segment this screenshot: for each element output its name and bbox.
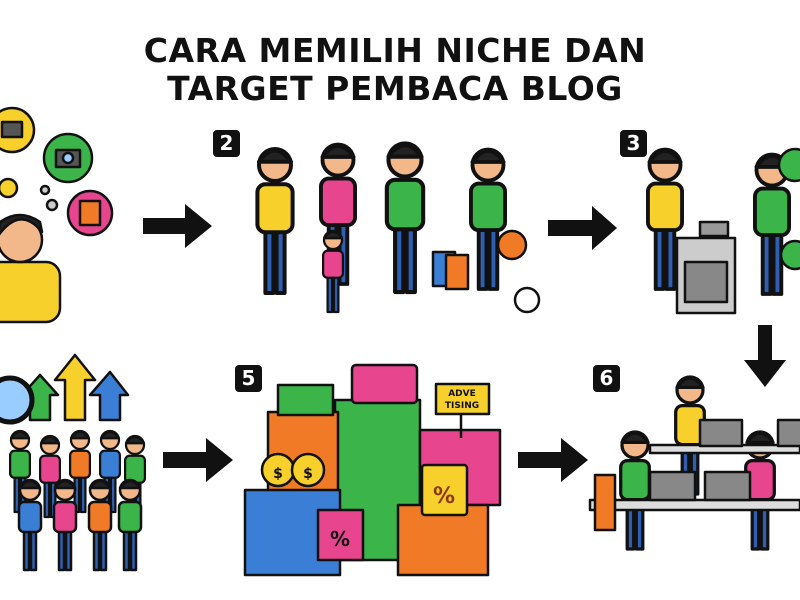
plant-icon xyxy=(777,147,800,183)
advertising-sign xyxy=(434,382,491,416)
working-team-scene xyxy=(588,375,800,551)
arrow-down-icon xyxy=(744,325,786,387)
step-badge-3: 3 xyxy=(620,130,647,157)
step-badge-2: 2 xyxy=(213,130,240,157)
arrow-right-icon xyxy=(548,206,617,250)
laptop-icon xyxy=(698,418,744,448)
magnifier-icon xyxy=(0,375,35,425)
svg-text:TISING: TISING xyxy=(445,401,479,411)
svg-text:$: $ xyxy=(303,466,313,482)
step-badge-5: 5 xyxy=(235,365,262,392)
arrow-right-icon xyxy=(518,438,588,482)
arrow-right-icon xyxy=(143,204,212,248)
money-bag-icon xyxy=(290,452,326,488)
step-badge-6: 6 xyxy=(593,365,620,392)
title-line-1: CARA MEMILIH NICHE DAN xyxy=(143,31,647,70)
svg-text:ADVE: ADVE xyxy=(448,389,476,399)
lightbulb-icon xyxy=(0,177,19,199)
laptop-icon xyxy=(776,418,800,448)
title-line-2: TARGET PEMBACA BLOG xyxy=(167,69,623,108)
cooking-gardening-scene xyxy=(646,147,800,315)
laptop-icon xyxy=(648,470,697,502)
family-audience-scene xyxy=(257,144,541,314)
svg-text:%: % xyxy=(330,527,350,551)
svg-text:%: % xyxy=(433,484,455,509)
desk xyxy=(588,498,800,512)
soccer-ball-icon xyxy=(513,286,541,314)
money-stack-icon xyxy=(276,383,335,417)
monetization-scene xyxy=(243,363,502,577)
crowd-growth-scene xyxy=(0,353,147,572)
laptop-icon xyxy=(703,470,752,502)
discount-window-icon xyxy=(420,463,469,517)
arrow-right-icon xyxy=(163,438,233,482)
svg-text:$: $ xyxy=(273,466,283,482)
credit-card-icon xyxy=(350,363,419,405)
thinking-person-scene xyxy=(0,106,114,324)
